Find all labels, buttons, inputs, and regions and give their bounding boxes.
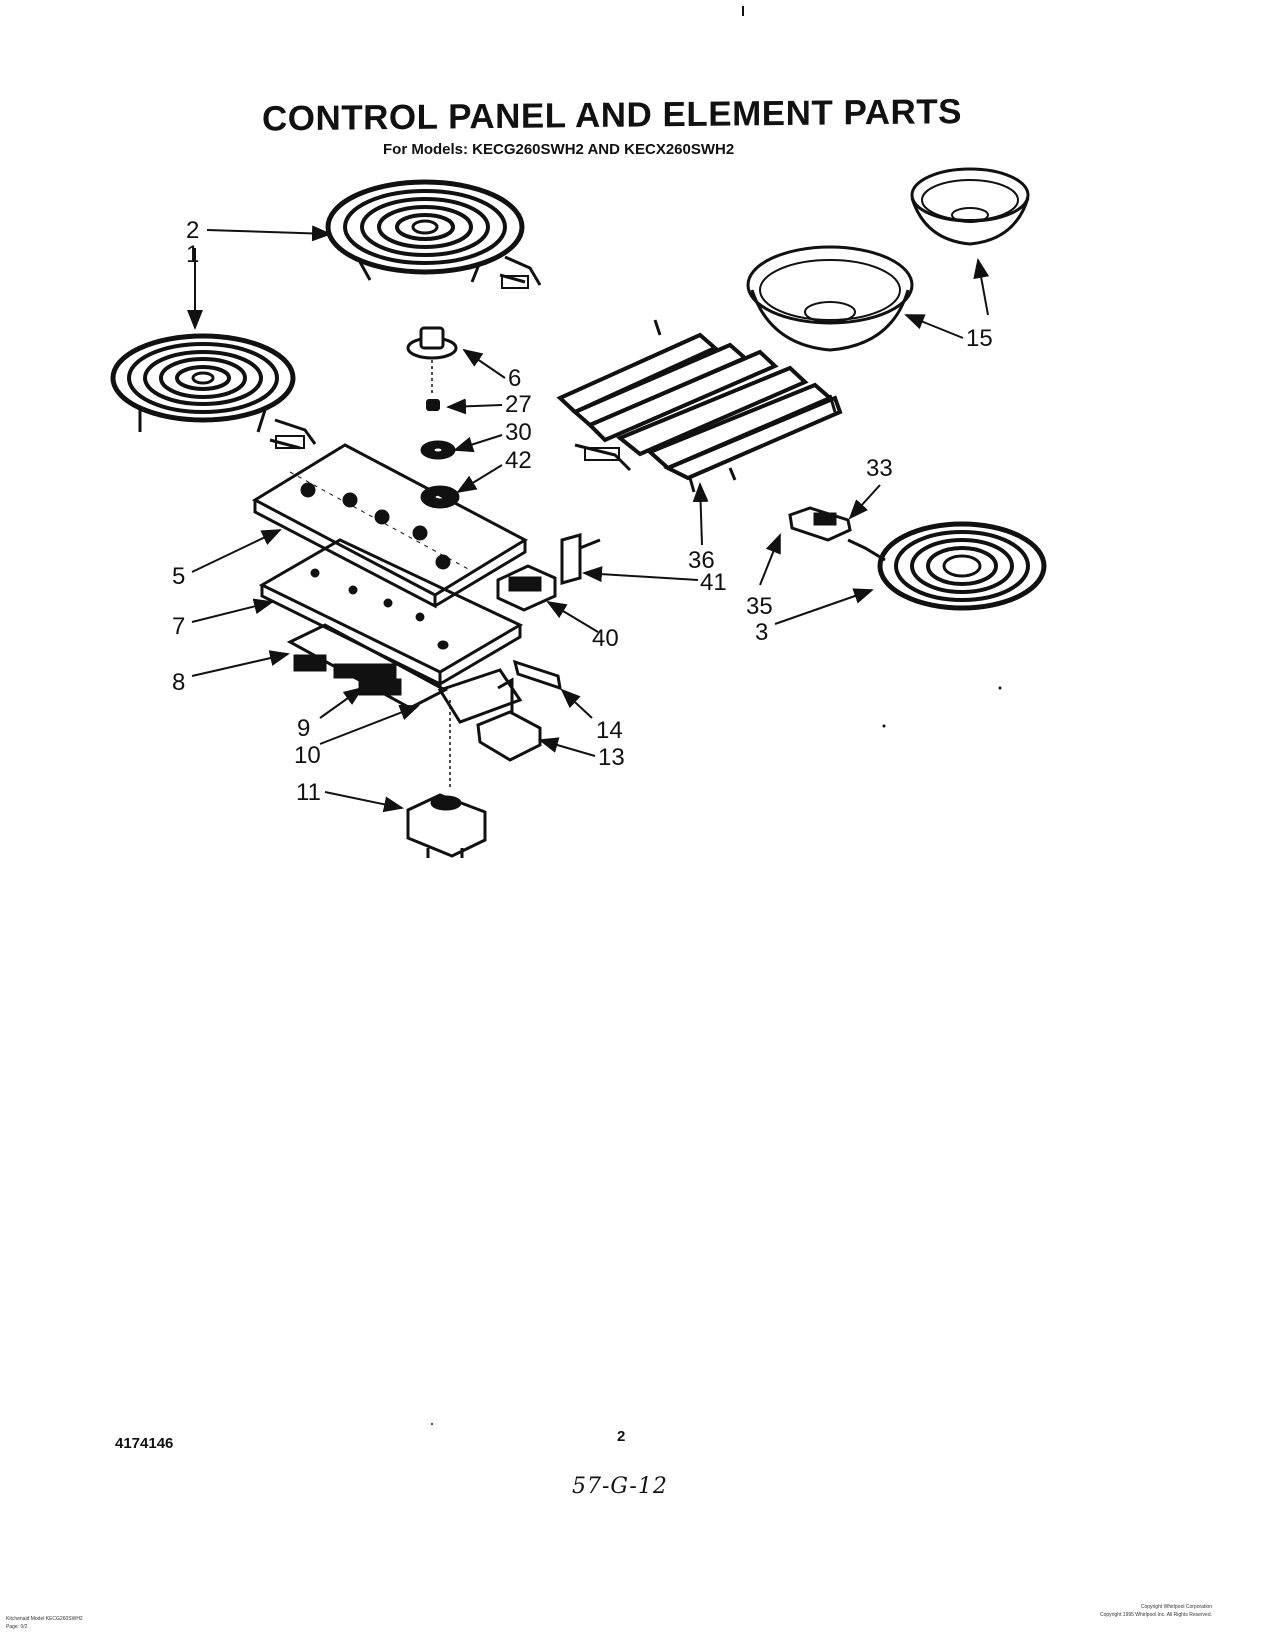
part-14: [512, 659, 562, 691]
terminal-block: [496, 564, 557, 612]
document-number: 4174146: [115, 1435, 174, 1452]
infinite-switch: [406, 793, 487, 858]
surface-element-3: [847, 521, 1047, 611]
surface-element-1: [110, 333, 317, 450]
handwritten-note: 57-G-12: [572, 1474, 668, 1499]
callout-35: 35: [746, 593, 773, 620]
knob-clip: [426, 399, 440, 411]
callout-15: 15: [966, 325, 993, 352]
scan-marks: [431, 6, 1002, 1425]
part-13: [476, 677, 542, 762]
callout-30: 30: [505, 419, 532, 446]
footer-page-note: Page: 0/2: [6, 1624, 28, 1630]
callout-11: 11: [296, 779, 321, 806]
surface-element-2: [325, 179, 542, 289]
callout-33: 33: [866, 455, 893, 482]
callout-10: 10: [294, 742, 321, 769]
callout-9: 9: [297, 715, 310, 742]
bake-element: [556, 319, 843, 493]
callout-2: 2: [186, 217, 199, 244]
callout-13: 13: [598, 744, 625, 771]
page-number: 2: [617, 1428, 626, 1445]
callout-14: 14: [596, 717, 623, 744]
footer-copyright-2: Copyright 1995 Whirlpool Inc. All Rights…: [1100, 1612, 1212, 1618]
bracket-42: [560, 533, 601, 585]
callout-8: 8: [172, 669, 185, 696]
callout-1: 1: [186, 241, 199, 268]
callout-36: 36: [688, 547, 715, 574]
receptacle: [788, 506, 852, 542]
callout-labels: 2 1 3 5 6 7 8 9 10 11 13 14 15 27 30 42 …: [172, 217, 993, 806]
callout-6: 6: [508, 365, 521, 392]
washer-30: [420, 440, 456, 460]
drip-bowl-large: [746, 245, 914, 352]
callout-40: 40: [592, 625, 619, 652]
callout-42: 41: [700, 569, 727, 596]
callout-41: 42: [505, 447, 532, 474]
leader-lines: [187, 225, 990, 813]
model-subtitle: For Models: KECG260SWH2 AND KECX260SWH2: [383, 141, 735, 158]
control-panel: [251, 443, 529, 609]
footer-copyright-1: Copyright Whirlpool Corporation: [1140, 1604, 1212, 1610]
callout-3: 3: [755, 619, 768, 646]
footer-model-note: Kitchenaid Model KECG260SWH2: [6, 1616, 83, 1622]
switch-assembly: [286, 623, 523, 790]
control-knob: [406, 326, 458, 395]
callout-27: 27: [505, 391, 532, 418]
drip-bowl-small: [910, 167, 1030, 246]
callout-7: 7: [172, 613, 185, 640]
callout-5: 5: [172, 563, 185, 590]
control-panel-back: [258, 538, 524, 687]
